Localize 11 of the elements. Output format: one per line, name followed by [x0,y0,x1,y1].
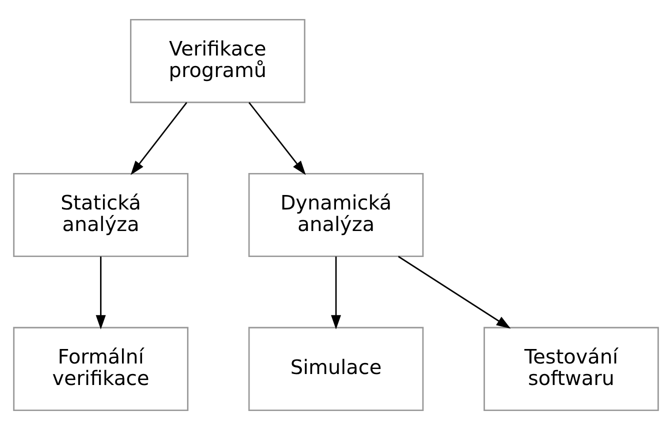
arrow [248,102,306,174]
arrow [398,255,511,328]
arrow [130,102,188,174]
node-box: Dynamická analýza [248,172,424,257]
arrow [96,256,106,329]
arrow [331,256,341,329]
node-box: Testování softwaru [484,326,659,411]
node-box: Verifikace programů [130,18,306,103]
node-box: Simulace [248,326,424,411]
node-box: Statická analýza [13,172,188,257]
node-box: Formální verifikace [13,326,188,411]
